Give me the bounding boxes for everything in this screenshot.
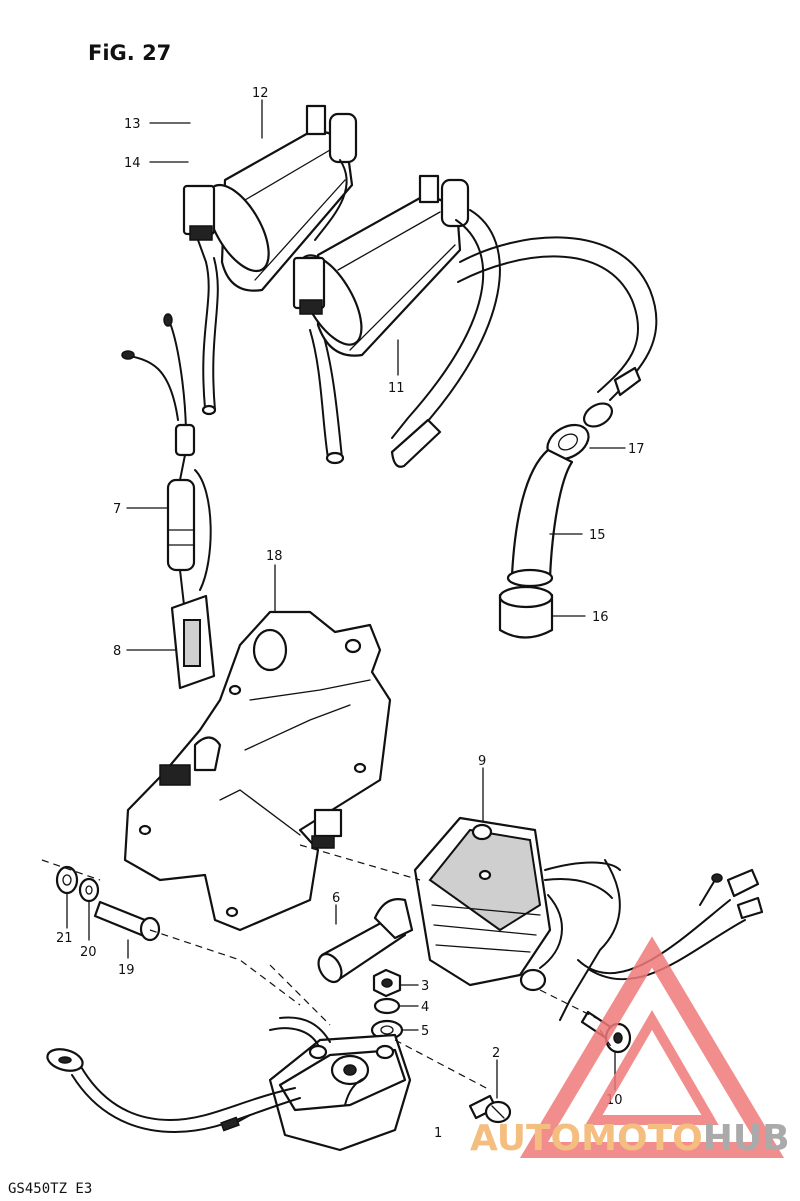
harness-7-8 bbox=[121, 313, 216, 690]
part-17-grommet bbox=[546, 402, 614, 461]
label-17: 17 bbox=[628, 442, 645, 457]
automotohub-logo: AUTOMOTOHUB bbox=[470, 936, 790, 1159]
ignition-coil-11 bbox=[292, 174, 470, 465]
label-9: 9 bbox=[478, 754, 486, 769]
label-5: 5 bbox=[421, 1024, 429, 1039]
label-7: 7 bbox=[113, 502, 121, 517]
parts-3-4-5-hardware bbox=[370, 968, 404, 1041]
part-15-16-plug-cap bbox=[498, 448, 574, 639]
leader-lines bbox=[66, 99, 626, 1099]
label-20: 20 bbox=[80, 945, 97, 960]
label-2: 2 bbox=[492, 1046, 500, 1061]
logo-text-moto: MOTO bbox=[581, 1118, 703, 1159]
ignition-coil-12 bbox=[182, 104, 358, 416]
label-18: 18 bbox=[266, 549, 283, 564]
label-8: 8 bbox=[113, 644, 121, 659]
label-19: 19 bbox=[118, 963, 135, 978]
model-code: GS450TZ E3 bbox=[8, 1181, 92, 1197]
label-15: 15 bbox=[589, 528, 606, 543]
logo-text-auto: AUTO bbox=[470, 1118, 581, 1159]
part-2-screw bbox=[468, 1094, 512, 1124]
figure-title: FiG. 27 bbox=[88, 41, 171, 65]
label-11: 11 bbox=[388, 381, 405, 396]
parts-19-20-21-hardware bbox=[55, 865, 161, 942]
label-1: 1 bbox=[434, 1126, 442, 1141]
label-21: 21 bbox=[56, 931, 73, 946]
bracket-18 bbox=[123, 610, 392, 932]
part-1-relay bbox=[46, 1016, 412, 1152]
logo-text-hub: HUB bbox=[703, 1118, 790, 1159]
high-tension-leads bbox=[390, 209, 658, 468]
label-12: 12 bbox=[252, 86, 269, 101]
label-3: 3 bbox=[421, 979, 429, 994]
label-16: 16 bbox=[592, 610, 609, 625]
label-6: 6 bbox=[332, 891, 340, 906]
part-6-boot bbox=[317, 898, 414, 984]
regulator-9 bbox=[413, 816, 764, 1021]
part-number-labels: 13 14 12 11 7 8 18 17 15 16 9 6 3 4 5 2 … bbox=[56, 86, 645, 1141]
label-13: 13 bbox=[124, 117, 141, 132]
svg-text:AUTOMOTOHUB: AUTOMOTOHUB bbox=[470, 1118, 790, 1159]
label-4: 4 bbox=[421, 1000, 429, 1015]
label-14: 14 bbox=[124, 156, 141, 171]
